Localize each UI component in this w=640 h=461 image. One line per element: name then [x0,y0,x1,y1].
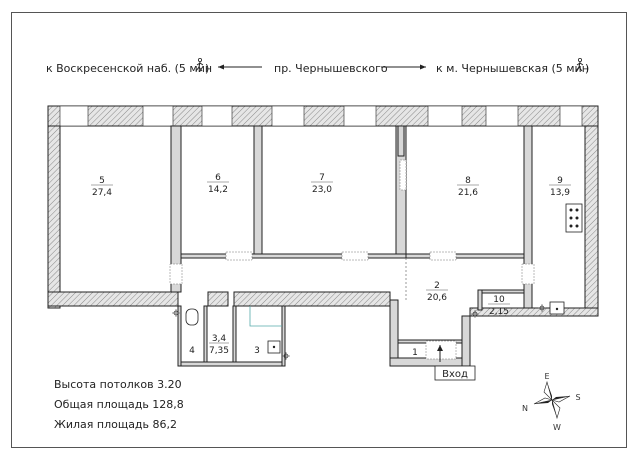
door-openings [169,159,535,360]
entrance-label: Вход [442,369,468,380]
room-8-number: 8 [465,176,471,186]
room-10-area: 2,15 [489,307,509,317]
walking-person-icon [195,58,204,72]
pipe-line [249,306,282,327]
room-6-area: 14,2 [208,185,228,195]
room-9-area: 13,9 [550,188,570,198]
room-1-number: 1 [412,348,418,358]
room-7-area: 23,0 [312,185,332,195]
living-area: Жилая площадь 86,2 [54,418,177,431]
compass-w: W [553,423,561,432]
washer-icon [267,340,281,354]
direction-left-label: к Воскресенской наб. (5 мин [46,62,212,75]
drawing-frame [11,12,627,448]
sink-icon [549,301,565,315]
pipe-icon [172,304,546,360]
arrow-left-head [218,64,224,70]
room-8-area: 21,6 [458,188,478,198]
room-3-4-number: 3,4 [212,334,227,344]
toilet-icon [185,308,199,326]
ceiling-height: Высота потолков 3.20 [54,378,182,391]
walking-person-icon-right [575,58,584,72]
room-3-4-area: 7,35 [209,346,229,356]
entrance: Вход [434,345,476,381]
room-5-area: 27,4 [92,188,112,198]
room-2-area: 20,6 [427,293,447,303]
stove-icon [565,203,583,233]
svg-text:): ) [205,62,209,75]
exterior-walls [47,105,599,367]
room-6-number: 6 [215,173,221,183]
compass-e: E [544,372,549,381]
compass-n: N [522,404,528,413]
total-area: Общая площадь 128,8 [54,398,184,411]
direction-right-label: к м. Чернышевская (5 мин [436,62,589,75]
interior-walls [170,125,533,367]
room-4-number: 4 [189,346,195,356]
compass-rose-icon: E S W N [522,372,581,432]
room-10-number: 10 [493,295,505,305]
room-5-number: 5 [99,176,105,186]
room-9-number: 9 [557,176,563,186]
room-3-number: 3 [254,346,260,356]
room-7-number: 7 [319,173,325,183]
arrow-right-head [420,64,426,70]
compass-s: S [575,393,580,402]
street-label: пр. Чернышевского [274,62,388,75]
room-labels: 5 27,4 6 14,2 7 23,0 8 21,6 9 13,9 2 20,… [91,173,571,358]
svg-text:): ) [585,62,589,75]
room-2-number: 2 [434,281,440,291]
